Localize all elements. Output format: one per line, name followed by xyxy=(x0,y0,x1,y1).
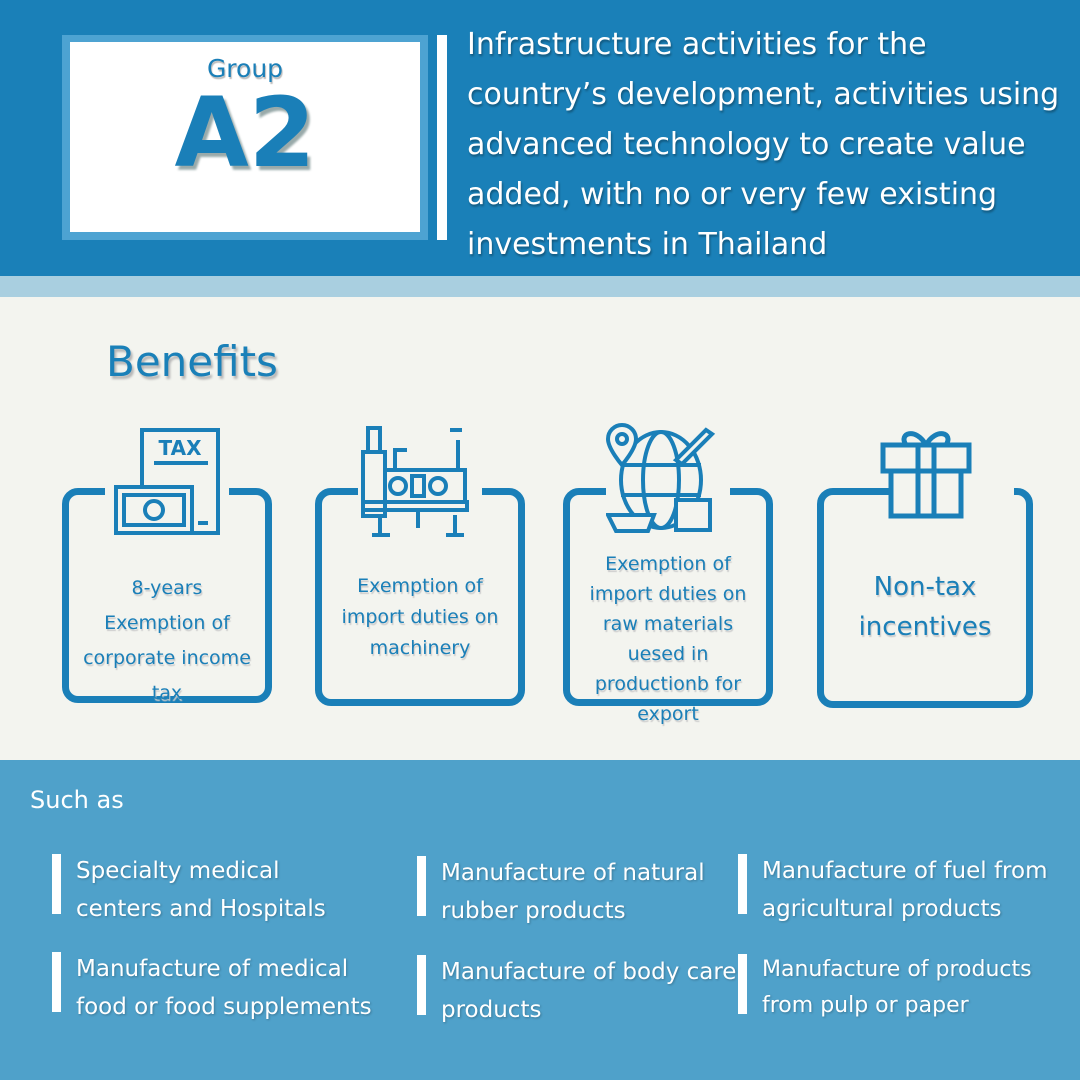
examples-section xyxy=(0,760,1080,1080)
header-banner: Group A2 Infrastructure activities for t… xyxy=(0,0,1080,276)
benefit-text: Non-tax incentives xyxy=(858,572,992,642)
global-logistics-icon xyxy=(606,422,716,533)
example-item: Manufacture of body care products xyxy=(417,953,737,1029)
benefit-text: Exemption of import duties on machinery xyxy=(341,575,499,659)
group-code: A2 xyxy=(174,77,316,189)
benefits-title: Benefits xyxy=(106,337,278,386)
group-badge: Group A2 xyxy=(62,35,428,240)
gift-icon xyxy=(880,431,972,519)
example-item: Manufacture of products from pulp or pap… xyxy=(738,952,1058,1024)
examples-title: Such as xyxy=(30,786,124,814)
group-description: Infrastructure activities for the countr… xyxy=(467,27,1060,262)
benefit-text: Exemption of import duties on raw materi… xyxy=(589,553,747,725)
example-item: Manufacture of fuel from agricultural pr… xyxy=(738,852,1058,928)
benefit-text: 8-years Exemption of corporate income ta… xyxy=(83,577,251,704)
group-label: Group xyxy=(206,54,284,83)
divider-strip xyxy=(0,276,1080,297)
tax-money-icon: TAX xyxy=(114,428,220,535)
benefit-card-machinery: Exemption of import duties on machinery xyxy=(315,487,525,706)
machinery-icon xyxy=(361,426,469,537)
benefit-card-raw-materials: Exemption of import duties on raw materi… xyxy=(563,487,773,725)
example-item: Manufacture of natural rubber products xyxy=(417,854,737,930)
divider xyxy=(437,35,447,240)
example-item: Manufacture of medical food or food supp… xyxy=(52,950,372,1026)
example-item: Specialty medical centers and Hospitals xyxy=(52,852,372,928)
benefit-card-non-tax: Non-tax incentives xyxy=(817,487,1033,708)
svg-text:TAX: TAX xyxy=(159,436,203,460)
